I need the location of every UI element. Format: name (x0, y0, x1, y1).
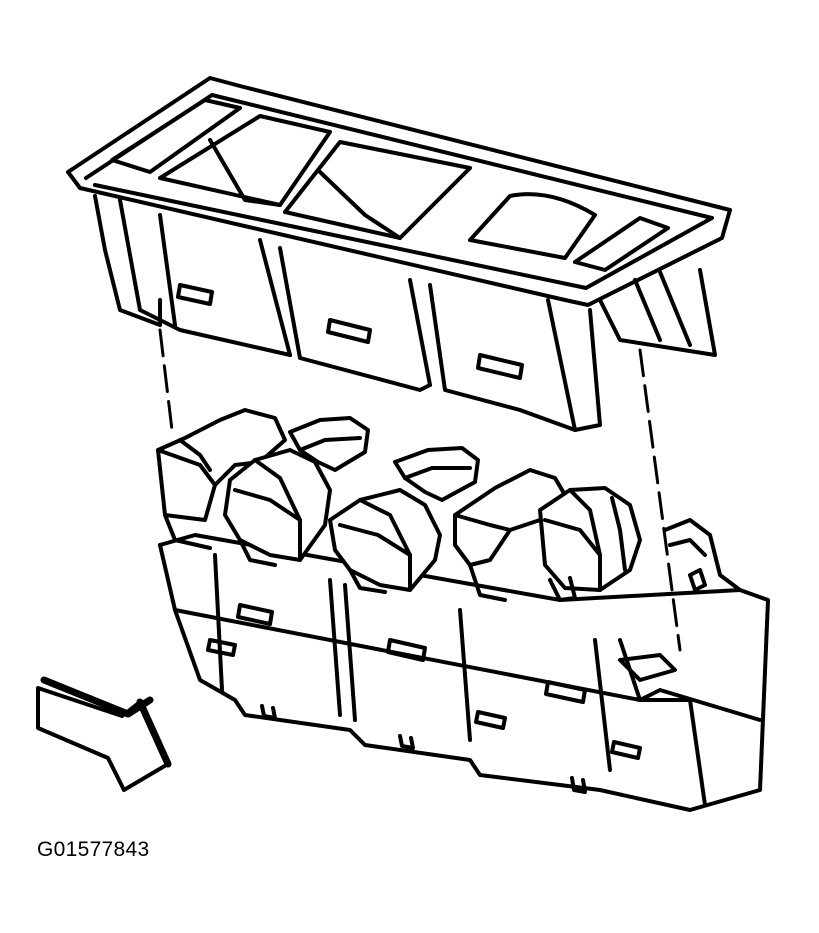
alignment-lines (158, 328, 682, 652)
figure-id-label: G01577843 (37, 838, 150, 861)
switch-bezel (66, 76, 732, 432)
direction-arrow-icon (36, 676, 172, 792)
window-switch-assembly (156, 408, 770, 812)
